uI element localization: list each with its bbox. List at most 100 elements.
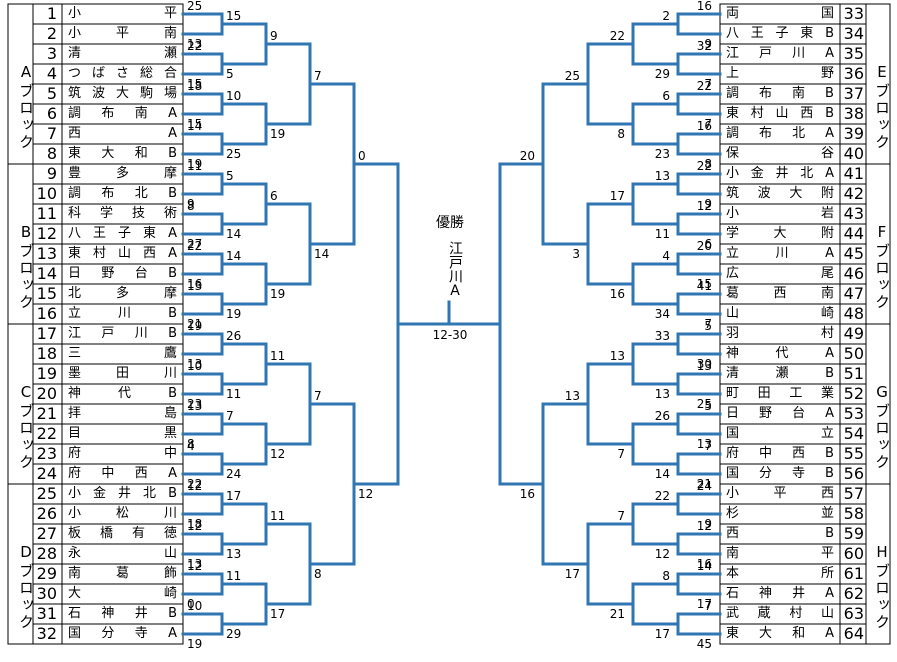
match-score: 22: [696, 159, 712, 173]
team-number: 51: [843, 364, 864, 383]
match-score: 24: [696, 479, 712, 493]
team-number: 4: [46, 64, 57, 83]
match-score: 4: [187, 439, 195, 453]
match-score: 32: [696, 39, 712, 53]
match-score: 17: [696, 597, 712, 611]
team-number: 49: [843, 324, 864, 343]
match-score: 8: [187, 199, 195, 213]
match-score: 7: [314, 389, 322, 403]
match-score: 20: [696, 239, 712, 253]
match-score: 24: [226, 467, 242, 481]
match-score: 7: [314, 69, 322, 83]
team-number: 42: [843, 184, 864, 203]
match-score: 23: [654, 147, 670, 161]
match-score: 7: [704, 77, 712, 91]
match-score: 14: [696, 559, 712, 573]
team-name: 大崎: [68, 586, 177, 601]
match-score: 0: [187, 597, 195, 611]
team-number: 35: [843, 44, 864, 63]
match-score: 19: [270, 127, 286, 141]
match-score: 2: [662, 9, 670, 23]
match-score: 26: [226, 329, 242, 343]
match-score: 25: [564, 69, 580, 83]
match-score: 17: [564, 567, 580, 581]
team-name: 小平南: [68, 26, 177, 41]
team-number: 22: [36, 424, 57, 443]
match-score: 10: [187, 359, 203, 373]
match-score: 34: [654, 307, 670, 321]
match-score: 19: [270, 287, 286, 301]
match-score: 8: [314, 567, 322, 581]
team-number: 23: [36, 444, 57, 463]
match-score: 8: [704, 157, 712, 171]
team-number: 14: [36, 264, 57, 283]
match-score: 25: [696, 397, 712, 411]
match-score: 13: [226, 547, 242, 561]
match-score: 14: [187, 119, 203, 133]
match-score: 13: [187, 279, 203, 293]
team-number: 55: [843, 444, 864, 463]
block-label: Dブロック: [17, 543, 35, 631]
team-number: 62: [843, 584, 864, 603]
team-name: 府中: [68, 446, 177, 461]
team-name: 小松川: [68, 506, 177, 521]
match-score: 19: [187, 637, 203, 651]
match-score: 7: [704, 117, 712, 131]
block-label: Cブロック: [17, 383, 35, 471]
match-score: 14: [654, 467, 670, 481]
match-score: 8: [617, 127, 625, 141]
team-number: 2: [46, 24, 57, 43]
match-score: 16: [519, 487, 535, 501]
team-number: 29: [36, 564, 57, 583]
team-number: 36: [843, 64, 864, 83]
team-name: 国立: [726, 426, 834, 441]
match-score: 7: [226, 409, 234, 423]
match-score: 16: [696, 557, 712, 571]
match-score: 13: [654, 387, 670, 401]
match-score: 25: [187, 0, 203, 13]
match-score: 9: [704, 517, 712, 531]
team-number: 60: [843, 544, 864, 563]
team-name: 豊多摩: [68, 166, 177, 181]
match-score: 15: [696, 277, 712, 291]
match-score: 21: [696, 477, 712, 491]
team-number: 6: [46, 104, 57, 123]
match-score: 6: [704, 237, 712, 251]
team-name: 目黒: [68, 426, 177, 441]
match-score: 25: [226, 147, 242, 161]
match-score: 15: [226, 9, 242, 23]
match-score: 5: [704, 319, 712, 333]
team-number: 13: [36, 244, 57, 263]
match-score: 19: [187, 157, 203, 171]
team-name: 葛西南: [726, 286, 834, 301]
bracket-lines: [7, 3, 891, 645]
team-name: 保谷: [726, 146, 834, 161]
team-name: 筑波大駒場: [68, 86, 177, 101]
team-name: 小岩: [726, 206, 834, 221]
match-score: 22: [654, 489, 670, 503]
match-score: 7: [617, 447, 625, 461]
team-number: 61: [843, 564, 864, 583]
match-score: 21: [187, 317, 203, 331]
match-score: 20: [519, 149, 535, 163]
match-score: 5: [226, 169, 234, 183]
match-score: 3: [572, 247, 580, 261]
team-name: 拝島: [68, 406, 177, 421]
match-score: 11: [187, 159, 203, 173]
match-score: 18: [187, 517, 203, 531]
team-number: 43: [843, 204, 864, 223]
match-score: 6: [270, 189, 278, 203]
team-name: 北多摩: [68, 286, 177, 301]
